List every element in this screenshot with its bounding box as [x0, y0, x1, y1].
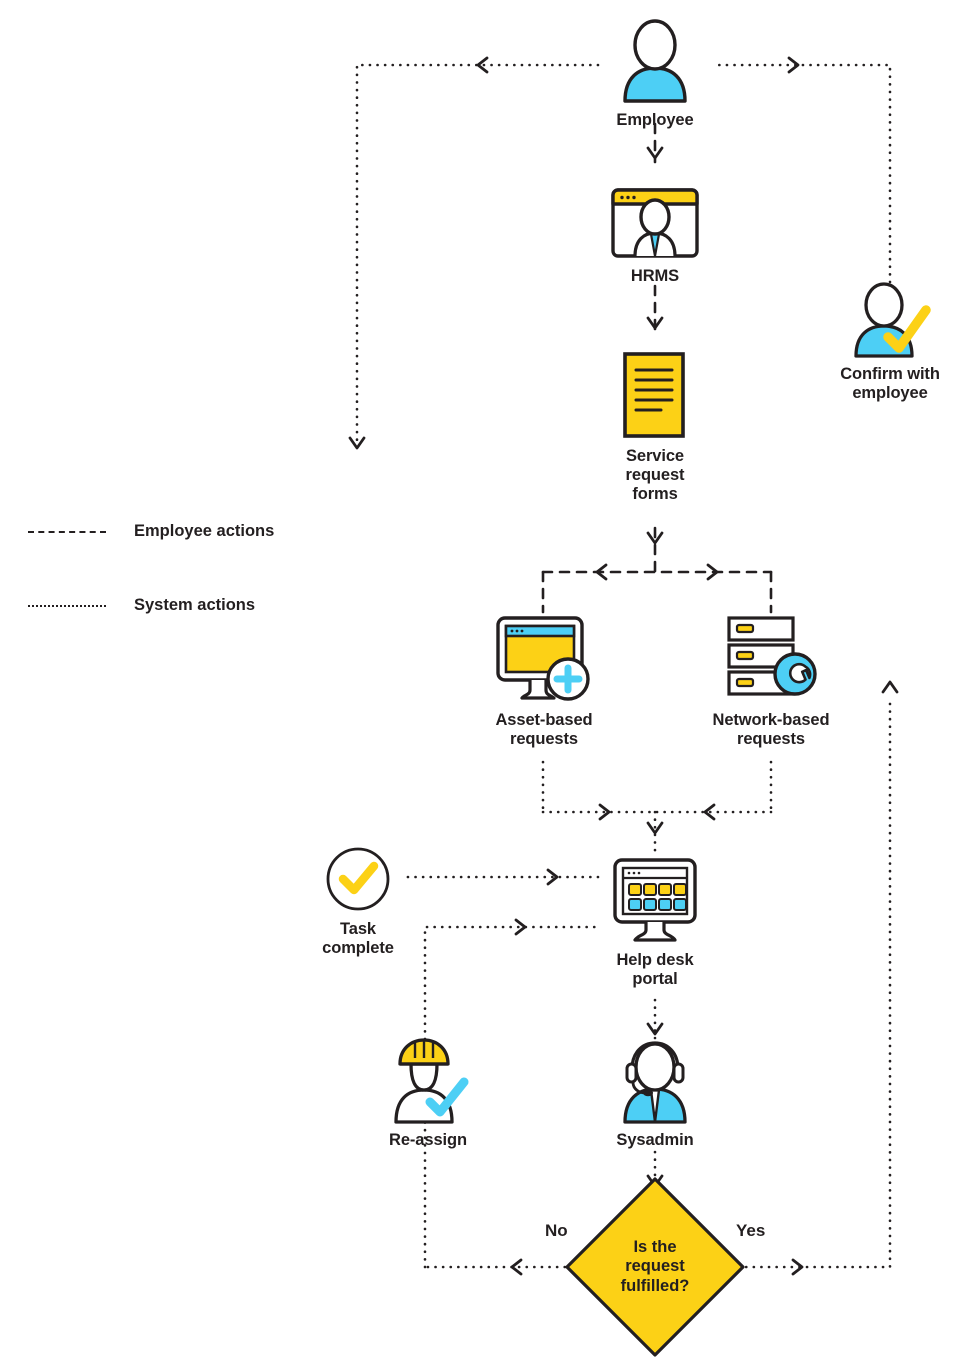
node-task-complete-label: Task complete — [322, 920, 394, 957]
node-network-based-requests[interactable]: Network-based requests — [685, 612, 857, 749]
node-asset-based-requests-label: Asset-based requests — [495, 711, 593, 748]
node-help-desk-portal-label: Help desk portal — [616, 951, 694, 988]
node-decision-label: Is the request fulfilled? — [620, 1237, 690, 1295]
node-task-complete[interactable]: Task complete — [282, 845, 434, 958]
legend-employee-actions: Employee actions — [28, 522, 274, 541]
node-hrms-label: HRMS — [630, 267, 680, 285]
arrowhead-employee-left — [476, 56, 489, 74]
arrowhead-merge-left — [703, 803, 716, 821]
arrowhead-reassign-to-portal — [514, 918, 527, 936]
node-service-request-forms-label: Service request forms — [625, 447, 685, 503]
employee-person-icon — [605, 18, 705, 104]
help-desk-monitor-icon — [606, 856, 704, 944]
monitor-plus-icon — [492, 612, 596, 704]
legend-employee-actions-label: Employee actions — [134, 522, 275, 540]
legend-dashed-swatch — [28, 530, 106, 533]
edge-label-yes: Yes — [736, 1221, 766, 1240]
edge-employee-to-task — [355, 63, 600, 452]
arrowhead-forms-down — [646, 531, 664, 545]
arrowhead-merge-right — [598, 803, 611, 821]
legend-dotted-swatch — [28, 604, 106, 607]
node-confirm-with-employee[interactable]: Confirm with employee — [810, 282, 966, 403]
edge-confirm-to-employee — [710, 63, 892, 284]
legend-system-actions: System actions — [28, 596, 255, 615]
arrowhead-portal-to-task — [546, 868, 559, 886]
edge-reassign-to-portal — [423, 925, 602, 1269]
arrowhead-yes-up — [881, 680, 899, 694]
hrms-browser-person-icon — [609, 186, 701, 260]
arrowhead-portal-to-sysadmin — [646, 1022, 664, 1036]
arrowhead-split-right — [706, 563, 719, 581]
node-sysadmin[interactable]: Sysadmin — [579, 1038, 731, 1150]
node-reassign[interactable]: Re-assign — [352, 1036, 504, 1150]
node-employee-label: Employee — [616, 111, 694, 129]
node-service-request-forms[interactable]: Service request forms — [575, 350, 735, 504]
node-help-desk-portal[interactable]: Help desk portal — [575, 856, 735, 989]
edge-label-no: No — [545, 1221, 568, 1240]
node-sysadmin-label: Sysadmin — [616, 1131, 694, 1149]
person-check-icon — [840, 282, 940, 358]
arrowhead-bus-to-portal — [646, 821, 664, 835]
arrowhead-split-left — [595, 563, 608, 581]
arrowhead-employee-to-hrms — [646, 146, 664, 160]
service-request-document-icon — [621, 350, 689, 440]
arrowhead-left-down — [348, 436, 366, 450]
server-wrench-icon — [719, 612, 823, 704]
node-asset-based-requests[interactable]: Asset-based requests — [458, 612, 630, 749]
arrowhead-hrms-to-forms — [646, 316, 664, 330]
node-confirm-with-employee-label: Confirm with employee — [840, 365, 940, 402]
arrowhead-decision-no — [510, 1258, 523, 1276]
node-employee[interactable]: Employee — [575, 18, 735, 130]
node-hrms[interactable]: HRMS — [575, 186, 735, 286]
node-network-based-requests-label: Network-based requests — [712, 711, 830, 748]
node-decision[interactable]: Is the request fulfilled? — [561, 1173, 749, 1361]
node-reassign-label: Re-assign — [389, 1131, 467, 1149]
arrowhead-confirm-to-employee — [787, 56, 800, 74]
headset-person-icon — [606, 1038, 704, 1124]
hardhat-person-check-icon — [378, 1036, 478, 1124]
edge-decision-yes — [729, 696, 892, 1269]
decision-diamond: Is the request fulfilled? — [561, 1173, 749, 1361]
check-circle-icon — [324, 845, 392, 913]
arrowhead-decision-yes — [791, 1258, 804, 1276]
legend-system-actions-label: System actions — [134, 596, 256, 614]
